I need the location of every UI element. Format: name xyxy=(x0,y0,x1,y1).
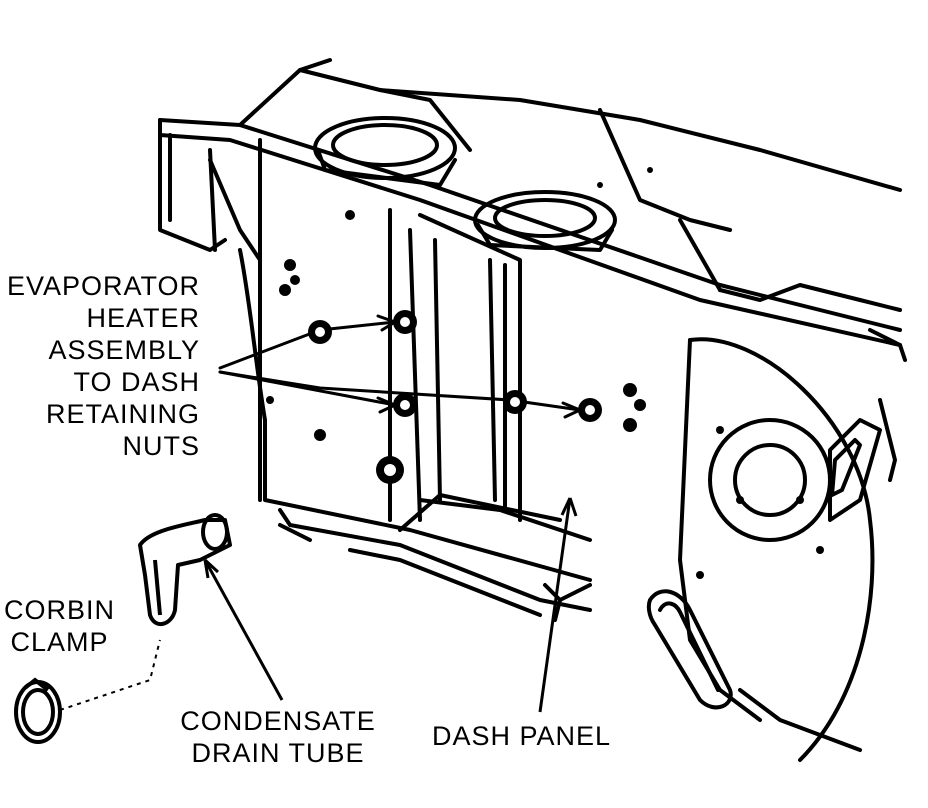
callout-line: HEATER xyxy=(86,303,200,333)
callout-line: CONDENSATE xyxy=(180,706,376,736)
retaining-nut-4 xyxy=(503,390,527,414)
corbin-clamp xyxy=(14,677,62,744)
large-nut xyxy=(376,456,404,484)
label-leader-lines xyxy=(203,497,578,713)
retaining-nuts xyxy=(308,310,602,484)
callout-line: DASH PANEL xyxy=(432,721,612,751)
cowl-air-duct-left xyxy=(313,116,457,187)
retaining-nut-5 xyxy=(578,398,602,422)
fastener-dots xyxy=(266,167,824,579)
blower-housing xyxy=(678,328,907,762)
retaining-nut-3 xyxy=(393,393,417,417)
condensate-drain-tube xyxy=(138,513,232,626)
evaporator-housing xyxy=(238,138,592,622)
callout-line: DRAIN TUBE xyxy=(191,738,365,768)
callout-line: CORBIN xyxy=(3,595,115,625)
callout-line: EVAPORATOR xyxy=(6,271,200,301)
retaining-nut-2 xyxy=(393,310,417,334)
callout-line: CLAMP xyxy=(10,627,109,657)
callout-line: NUTS xyxy=(122,431,200,461)
callout-corbin-clamp: CORBIN CLAMP xyxy=(2,594,117,658)
callout-line: RETAINING xyxy=(45,399,200,429)
callout-line: TO DASH xyxy=(73,367,200,397)
callout-line: ASSEMBLY xyxy=(48,335,200,365)
cowl-air-duct-right xyxy=(473,190,617,252)
housing-left-flange xyxy=(158,118,262,262)
blower-slot xyxy=(646,589,733,710)
retaining-nut-1 xyxy=(308,320,332,344)
callout-evaporator-retaining-nuts: EVAPORATOR HEATER ASSEMBLY TO DASH RETAI… xyxy=(0,270,200,462)
callout-dash-panel: DASH PANEL xyxy=(432,720,632,752)
callout-condensate-drain-tube: CONDENSATE DRAIN TUBE xyxy=(178,705,378,769)
